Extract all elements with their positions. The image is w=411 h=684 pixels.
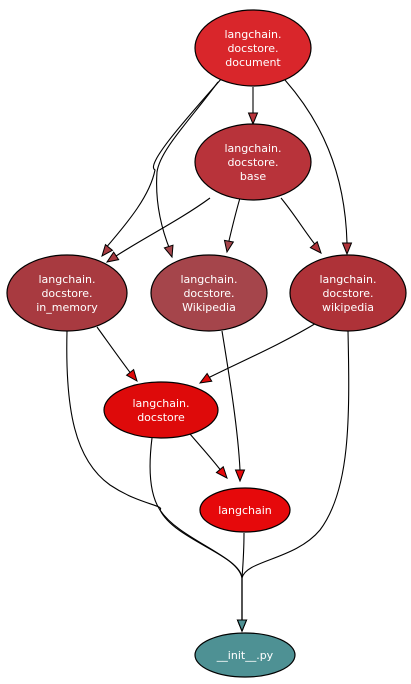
node-langchain[interactable]: langchain xyxy=(199,487,291,533)
node-document[interactable]: langchain.docstore.document xyxy=(194,9,312,87)
node-ellipse xyxy=(194,632,296,678)
node-label-line: langchain. xyxy=(180,273,237,286)
edge-line xyxy=(205,321,319,380)
edge-Wikipedia-to-langchain xyxy=(221,330,246,483)
edge-line xyxy=(96,326,133,376)
edge-line xyxy=(156,81,219,251)
arrowhead xyxy=(309,240,322,254)
node-label-line: docstore. xyxy=(322,287,373,300)
edge-layer xyxy=(66,77,353,633)
edge-line xyxy=(221,330,241,471)
node-in-memory[interactable]: langchain.docstore.in_memory xyxy=(6,254,128,332)
node-label-line: docstore. xyxy=(227,42,278,55)
node-label-line: langchain. xyxy=(132,397,189,410)
edge-base-to-Wikipedia xyxy=(223,197,241,254)
node-wikipedia[interactable]: langchain.docstore.wikipedia xyxy=(289,254,407,332)
arrowhead xyxy=(105,251,120,263)
node-label-line: docstore. xyxy=(227,156,278,169)
node-docstore[interactable]: langchain.docstore xyxy=(103,381,219,439)
node-layer: langchain.docstore.documentlangchain.doc… xyxy=(6,9,407,678)
node-label-line: langchain. xyxy=(38,273,95,286)
node-ellipse xyxy=(199,487,291,533)
arrowhead xyxy=(234,469,246,483)
edge-line xyxy=(280,197,318,248)
edge-line xyxy=(241,330,350,620)
node-label-line: in_memory xyxy=(36,301,98,314)
node-label-line: base xyxy=(240,170,266,183)
node-ellipse xyxy=(289,254,407,332)
edge-in_memory-to-docstore xyxy=(96,326,138,383)
edge-line xyxy=(149,437,243,620)
node-ellipse xyxy=(194,123,312,201)
node-ellipse xyxy=(6,254,128,332)
node-ellipse xyxy=(103,381,219,439)
node-label-line: docstore. xyxy=(183,287,234,300)
edge-line xyxy=(284,79,348,244)
node-label-line: langchain. xyxy=(224,142,281,155)
arrowhead xyxy=(223,239,235,254)
node-label-line: __init__.py xyxy=(216,649,274,662)
node-label-line: docstore xyxy=(137,411,185,424)
arrowhead xyxy=(101,243,114,258)
edge-line xyxy=(112,197,211,259)
arrowhead xyxy=(247,112,259,126)
node-label-line: docstore. xyxy=(41,287,92,300)
node-ellipse xyxy=(194,9,312,87)
edge-docstore-to-langchain xyxy=(189,433,228,480)
node-label-line: langchain xyxy=(218,504,272,517)
edge-document-to-wikipedia xyxy=(284,79,353,256)
edge-docstore-to-init xyxy=(149,437,248,633)
node-base[interactable]: langchain.docstore.base xyxy=(194,123,312,201)
edge-in_memory-to-init xyxy=(66,330,248,633)
arrowhead xyxy=(215,465,228,480)
arrowhead xyxy=(125,368,138,383)
arrowhead xyxy=(341,242,353,256)
edge-line xyxy=(103,77,223,251)
arrowhead xyxy=(163,244,174,259)
node-Wikipedia[interactable]: langchain.docstore.Wikipedia xyxy=(150,254,268,332)
edge-base-to-wikipedia xyxy=(280,197,322,254)
edge-document-to-Wikipedia xyxy=(156,81,219,259)
edge-line xyxy=(189,433,223,473)
node-label-line: Wikipedia xyxy=(182,301,236,314)
node-label-line: langchain. xyxy=(319,273,376,286)
edge-base-to-in_memory xyxy=(105,197,211,263)
node-label-line: wikipedia xyxy=(322,301,374,314)
edge-wikipedia-to-init xyxy=(236,330,350,633)
edge-wikipedia-to-docstore xyxy=(198,321,319,384)
edge-line xyxy=(227,197,241,246)
arrowhead xyxy=(198,372,213,384)
arrowhead xyxy=(236,619,248,633)
node-init[interactable]: __init__.py xyxy=(194,632,296,678)
node-ellipse xyxy=(150,254,268,332)
node-label-line: document xyxy=(225,56,281,69)
edge-document-to-base xyxy=(247,87,259,126)
edge-document-to-in_memory xyxy=(101,77,223,258)
node-label-line: langchain. xyxy=(224,28,281,41)
